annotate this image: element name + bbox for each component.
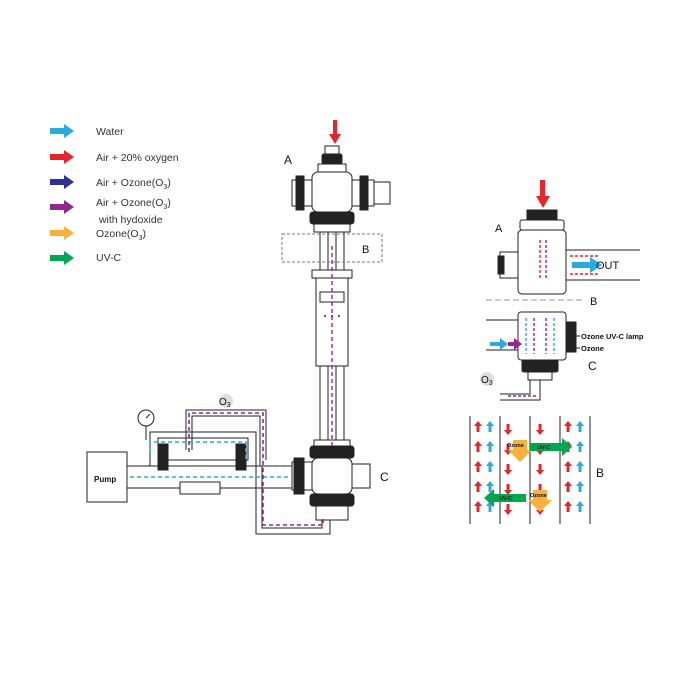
detail-b-flow-arrow [536, 424, 544, 435]
legend-arrow-water [50, 124, 74, 138]
detail-b-flow-arrow [576, 501, 584, 512]
detail-b-flow-arrow [576, 461, 584, 472]
detail-c-lamp-label: Ozone UV-C lamp [581, 332, 644, 341]
detail-a-out: OUT [596, 260, 620, 272]
detail-b-flow-arrow [576, 421, 584, 432]
label-b: B [362, 244, 369, 256]
detail-b-flow-arrow [474, 481, 482, 492]
air-inlet-arrow [329, 120, 341, 144]
legend-label-air-ozone: Air + Ozone(O3) [96, 177, 171, 192]
detail-b-flow-arrow [486, 421, 494, 432]
detail-b-label: B [596, 466, 604, 480]
detail-b-flow-arrow [486, 441, 494, 452]
detail-b-ozone-label-2: Ozone [530, 493, 547, 499]
detail-b-uvc-label-1: UV-C [537, 445, 550, 451]
legend-label-uvc: UV-C [96, 252, 122, 264]
detail-b-flow-arrow [564, 421, 572, 432]
detail-b-uvc-label-2: UV-C [499, 496, 512, 502]
detail-b-flow-arrow [564, 481, 572, 492]
o3-label: O3 [219, 397, 231, 409]
detail-b-flow-arrow [504, 424, 512, 435]
detail-b-ozone-arrow-1 [508, 440, 532, 462]
detail-c-ozone-label: Ozone [581, 344, 604, 353]
detail-b-flow-arrow [504, 484, 512, 495]
detail-b-ozone-arrow-2 [528, 490, 552, 512]
legend-label-water: Water [96, 126, 124, 138]
detail-b-uvc-arrow-2 [484, 489, 526, 507]
detail-a-air-arrow [536, 180, 550, 208]
legend-arrows [50, 124, 74, 265]
legend-label-ozone: Ozone(O3) [96, 228, 147, 243]
legend-label-hydroxide: Air + Ozone(O3) with hydoxide [96, 197, 171, 227]
water-flow-bypass [149, 441, 247, 460]
detail-b-flow-arrow [486, 481, 494, 492]
detail-c-o3-label: O3 [481, 375, 493, 387]
o3-badge [219, 394, 233, 408]
detail-b-flow-arrow [474, 501, 482, 512]
detail-c [486, 311, 580, 401]
detail-c-hydroxide-arrow [508, 338, 522, 350]
detail-b-flow-arrow [564, 501, 572, 512]
detail-b-flow-arrow [576, 481, 584, 492]
legend-arrow-hydroxide [50, 200, 74, 214]
detail-b-ozone-label-1: Ozone [507, 443, 524, 449]
detail-b-flow-arrow [536, 464, 544, 475]
legend-label-air: Air + 20% oxygen [96, 152, 179, 164]
detail-b-flow-arrow [564, 461, 572, 472]
detail-b-flow-arrow [474, 441, 482, 452]
detail-c-water-arrow [490, 338, 508, 350]
detail-b-flow-arrow [504, 504, 512, 515]
detail-b-uvc-arrow-1 [530, 438, 572, 456]
detail-b-flow-arrow [486, 461, 494, 472]
detail-c-label: C [588, 359, 597, 373]
pump [86, 451, 128, 503]
legend-arrow-air-ozone [50, 175, 74, 189]
detail-b-flow-arrow [504, 464, 512, 475]
main-system [86, 120, 391, 535]
detail-b-flow-arrow [576, 441, 584, 452]
detail-b-flow-arrow [474, 461, 482, 472]
hydroxide-flow [188, 412, 324, 526]
detail-a [497, 180, 640, 295]
legend-arrow-ozone [50, 226, 74, 240]
legend-arrow-uvc [50, 251, 74, 265]
detail-b-flow-arrow [474, 421, 482, 432]
legend-arrow-air [50, 150, 74, 164]
detail-c-o3-badge [480, 372, 494, 386]
pump-label: Pump [94, 475, 116, 484]
section-b-label: B [590, 296, 597, 308]
main-flows [130, 246, 333, 526]
label-a: A [284, 153, 292, 167]
label-c: C [380, 470, 389, 484]
detail-b-flow-arrow [504, 444, 512, 455]
detail-b: Ozone UV-C UV-C Ozone [469, 416, 591, 524]
detail-a-label: A [495, 223, 503, 235]
detail-a-water-arrow [572, 257, 602, 273]
